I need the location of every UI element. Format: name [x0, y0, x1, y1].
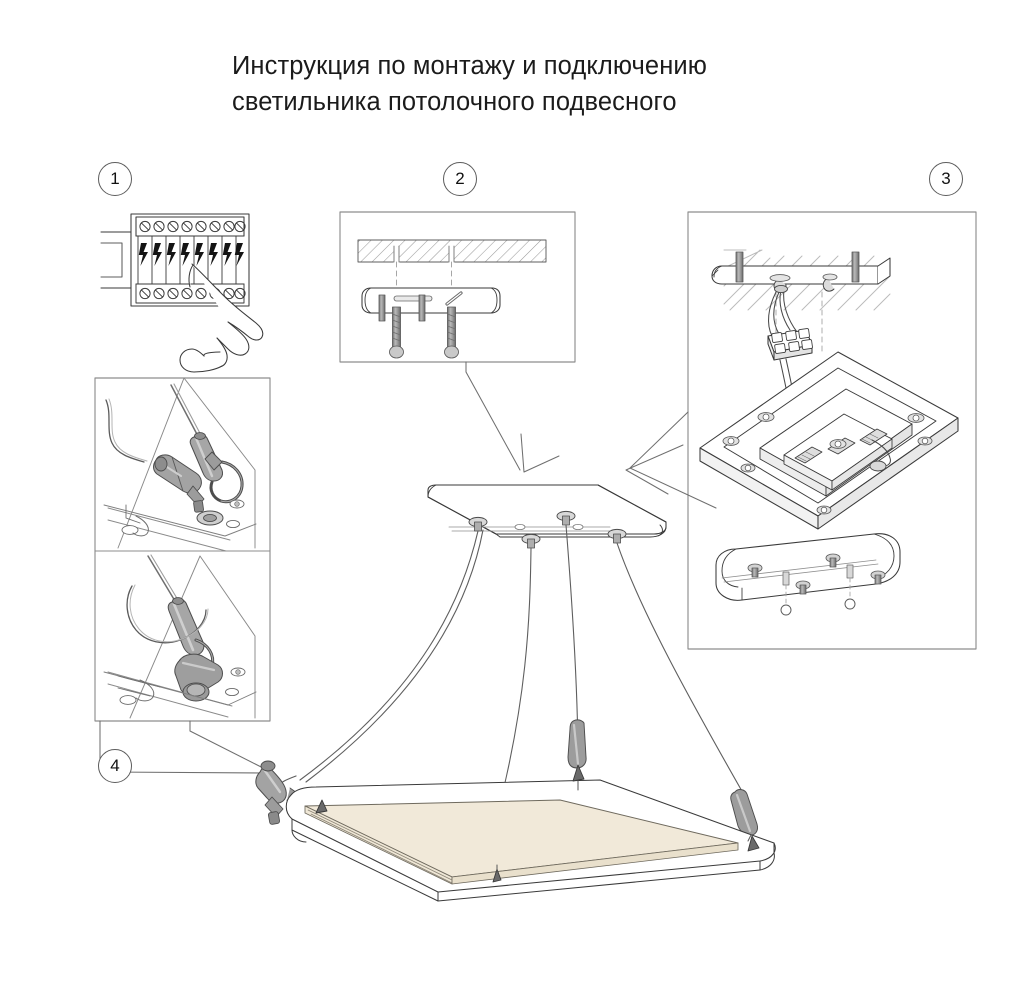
- step-badge-3[interactable]: 3: [929, 162, 963, 196]
- leader-step2-arrow: [520, 433, 560, 473]
- ceiling-canopy-plate: [427, 484, 667, 549]
- step-badge-4[interactable]: 4: [98, 749, 132, 783]
- step2-frame: [339, 211, 576, 363]
- leader-step2: [465, 361, 521, 471]
- step1-illustration: [100, 213, 264, 373]
- step4b-gripper-locked: [103, 554, 257, 719]
- cable-front-center: [495, 547, 532, 821]
- leader-lines: [99, 361, 717, 774]
- title-line-1: Инструкция по монтажу и подключению: [232, 52, 707, 80]
- cable-front-left-2: [305, 529, 484, 783]
- step-badge-2[interactable]: 2: [443, 162, 477, 196]
- step-badge-3-label: 3: [941, 169, 951, 188]
- terminal-screws-top: [135, 216, 246, 237]
- canopy-closed-subview: [715, 533, 901, 616]
- panel-corner-fixings: [315, 764, 760, 883]
- terminal-levers: [138, 243, 244, 266]
- step-badge-1[interactable]: 1: [98, 162, 132, 196]
- luminaire-open-body: [699, 351, 959, 530]
- step4a-gripper-threading: [103, 377, 257, 552]
- step2-illustration: [339, 211, 576, 363]
- leader-step3-arrow: [625, 444, 684, 495]
- panel-luminaire: [285, 764, 776, 902]
- canopy-cable-anchors: [468, 510, 627, 549]
- page-title: Инструкция по монтажу и подключению свет…: [232, 48, 932, 120]
- step-badge-4-label: 4: [110, 756, 120, 775]
- anchor-bolts: [389, 306, 459, 359]
- leader-step4: [189, 720, 272, 773]
- step-badge-1-label: 1: [110, 169, 120, 188]
- canopy-wiring: [767, 289, 798, 337]
- cable-front-left: [299, 530, 479, 781]
- canopy-screws: [747, 553, 886, 595]
- bracket-slot: [393, 295, 433, 302]
- main-assembly: [255, 484, 776, 902]
- gripper-clamp-base: [174, 653, 223, 702]
- bracket-side-bolts: [378, 294, 426, 322]
- power-connector-a: [153, 454, 205, 513]
- connector-block: [767, 328, 813, 361]
- step-badge-2-label: 2: [455, 169, 465, 188]
- suspension-cables: [299, 524, 748, 821]
- step4-illustration: [94, 377, 271, 722]
- hand-illustration: [179, 263, 264, 373]
- cable-right: [616, 542, 748, 801]
- corner-screw-bosses: [722, 412, 933, 515]
- step3-illustration: [687, 211, 977, 650]
- title-line-2: светильника потолочного подвесного: [232, 88, 677, 116]
